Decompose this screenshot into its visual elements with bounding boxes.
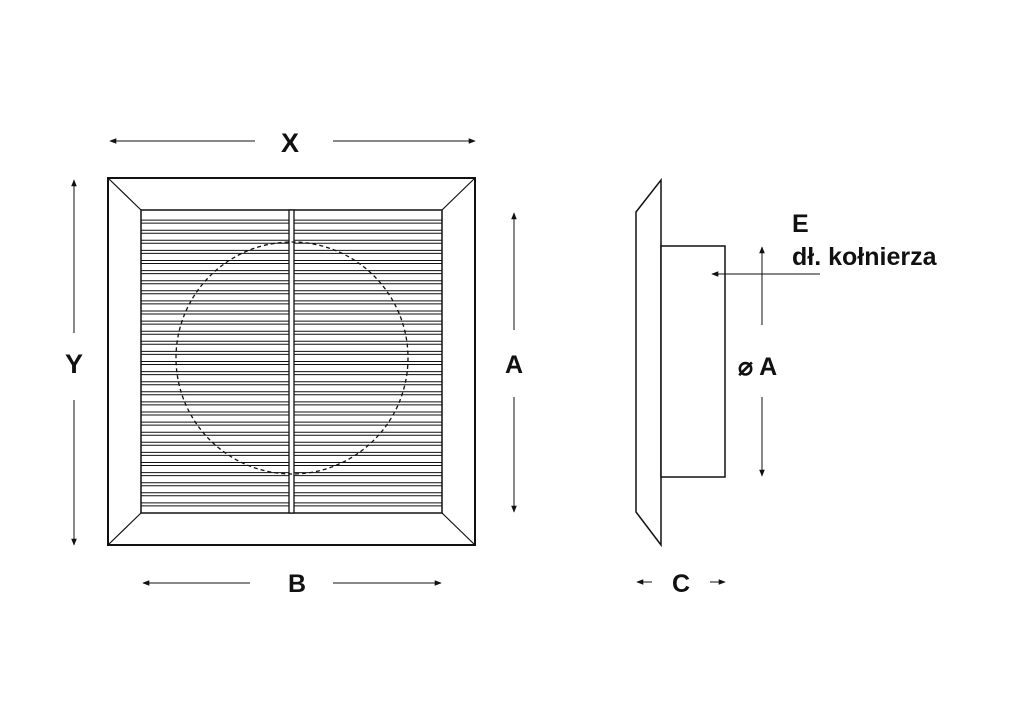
dimension-y-label: Y: [65, 349, 83, 379]
louver-slats: [141, 219, 442, 507]
dimension-x-label: X: [281, 128, 299, 158]
dimension-a-label: A: [505, 351, 523, 379]
dimension-e-label: E: [792, 210, 809, 238]
hidden-duct-circle: [175, 241, 409, 475]
dimension-e-description: dł. kołnierza: [792, 243, 938, 271]
bevel-corner-tl: [107, 177, 142, 211]
dimension-diameter-a-label: ⌀ A: [738, 353, 777, 381]
bevel-corner-bl: [107, 512, 142, 546]
side-flange: [635, 177, 662, 548]
side-view: [635, 177, 726, 548]
dimension-b-label: B: [288, 570, 306, 598]
bevel-corner-br: [441, 512, 476, 546]
side-collar: [660, 245, 726, 478]
outer-frame: [107, 177, 476, 546]
front-view: [107, 177, 476, 546]
dimension-c-label: C: [672, 570, 690, 598]
bevel-corner-tr: [441, 177, 476, 211]
center-divider: [288, 209, 295, 514]
